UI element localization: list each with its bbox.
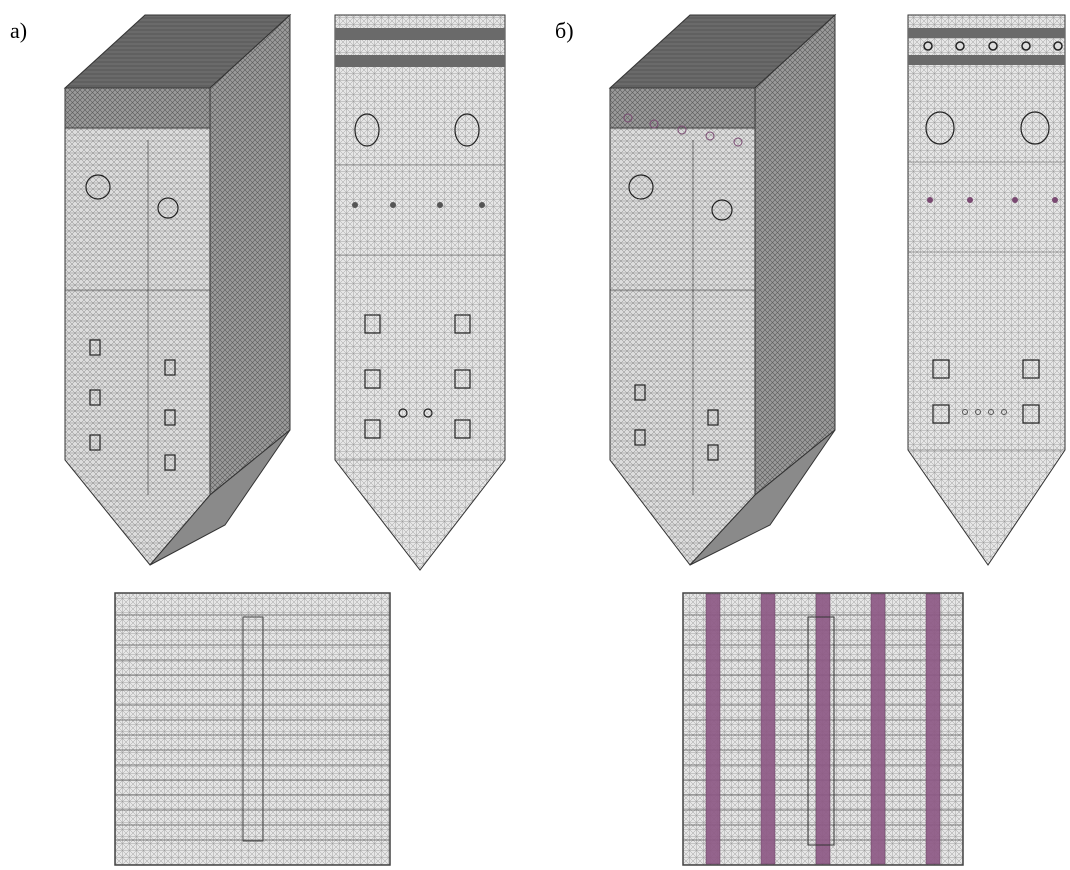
iso-model-a — [63, 13, 292, 566]
iso-model-b — [608, 13, 837, 566]
front-view-a — [334, 14, 506, 571]
panel-label-a: а) — [10, 18, 28, 43]
top-view-a — [114, 592, 391, 866]
front-view-b — [907, 14, 1066, 566]
top-view-b — [682, 592, 964, 866]
panel-label-b: б) — [555, 18, 574, 43]
